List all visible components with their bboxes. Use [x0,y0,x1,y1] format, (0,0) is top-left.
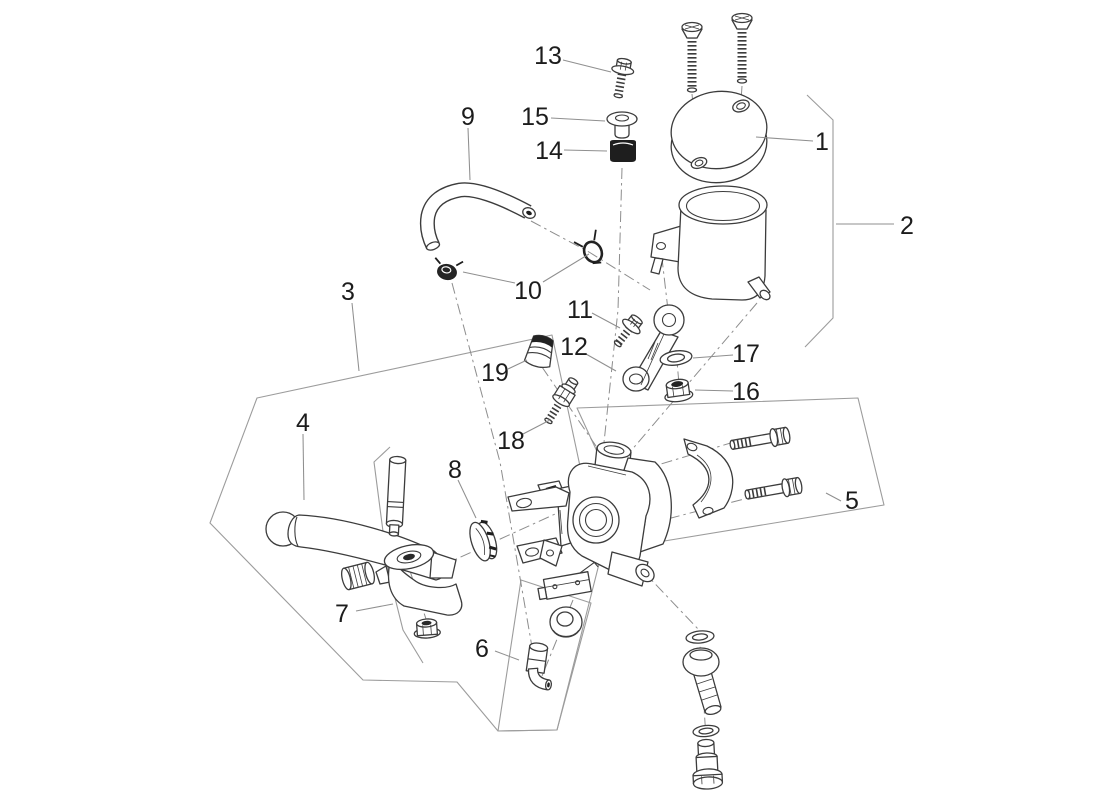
collar-15 [606,111,638,139]
cap-screw-left [681,21,703,93]
master-cylinder-body [539,441,672,587]
callout-11: 11 [567,296,593,324]
callout-7: 7 [335,600,349,628]
callout-leader-6 [494,650,520,661]
banjo-bolt [692,738,724,790]
fluid-reservoir-tank [650,185,771,301]
hose-9 [419,182,536,251]
callout-leader-18 [522,419,551,435]
callout-14: 14 [535,137,563,165]
handlebar-clamp [683,438,734,519]
callout-leader-15 [550,117,606,122]
callout-6: 6 [475,635,489,663]
callout-10: 10 [514,277,542,305]
callout-leader-17 [692,354,734,359]
pivot-nut [413,618,441,639]
callout-13: 13 [534,42,562,70]
banjo-washer-lower [692,724,720,738]
pivot-pin [385,455,407,537]
grommet-ring [549,606,583,638]
lever-holder [375,543,463,616]
callout-15: 15 [521,103,549,131]
bleed-valve-cap-19 [523,334,554,369]
bracket-12 [622,304,685,392]
callout-leader-12 [585,353,617,372]
hose-clamp-left [434,257,464,281]
group-boundaries [209,94,885,732]
callout-leader-5 [825,492,842,502]
callout-9: 9 [461,103,475,131]
group-7-boundary [373,446,424,664]
callout-2: 2 [900,212,914,240]
callout-leader-19 [507,359,528,370]
bolt-11 [613,314,643,348]
callout-leader-4 [302,433,305,501]
bolt-13 [611,57,635,99]
callout-leader-16 [694,389,734,392]
reservoir-cap [670,90,768,184]
banjo-fitting [682,647,722,716]
callout-12: 12 [560,333,588,361]
callout-4: 4 [296,409,310,437]
washer-17 [659,350,693,366]
callout-leader-13 [562,59,612,73]
callout-18: 18 [497,427,525,455]
callout-leader-14 [563,149,608,152]
callout-3: 3 [341,278,355,306]
piston-seal-8 [469,519,498,562]
clamp-bolt-upper [729,426,791,450]
callout-16: 16 [732,378,760,406]
group-3-boundary [209,334,601,732]
clamp-bolt-lower [744,476,803,500]
bleed-valve-18 [544,377,579,425]
banjo-washer-upper [685,630,715,644]
callout-leader-8 [457,479,477,519]
callout-leader-9 [467,127,471,181]
callout-5: 5 [845,487,859,515]
callout-leader-1 [755,136,814,142]
callout-leader-10 [462,271,516,284]
parts-layer [265,12,803,790]
callout-leader-7 [355,603,394,612]
rubber-plug-14 [610,140,636,162]
nut-16 [664,378,694,403]
cap-screw-right [731,12,753,84]
callout-8: 8 [448,456,462,484]
callout-leader-11 [591,312,621,329]
callout-17: 17 [732,340,760,368]
elbow-fitting-6 [525,642,552,691]
group-2-bracket [804,94,834,348]
micro-switch [537,561,599,601]
hose-clamp-right [573,229,604,265]
callout-19: 19 [481,359,509,387]
callout-1: 1 [815,128,829,156]
callout-leader-3 [351,302,360,372]
callout-leader-10 [542,253,590,283]
lever-adjuster-knob [341,561,375,591]
